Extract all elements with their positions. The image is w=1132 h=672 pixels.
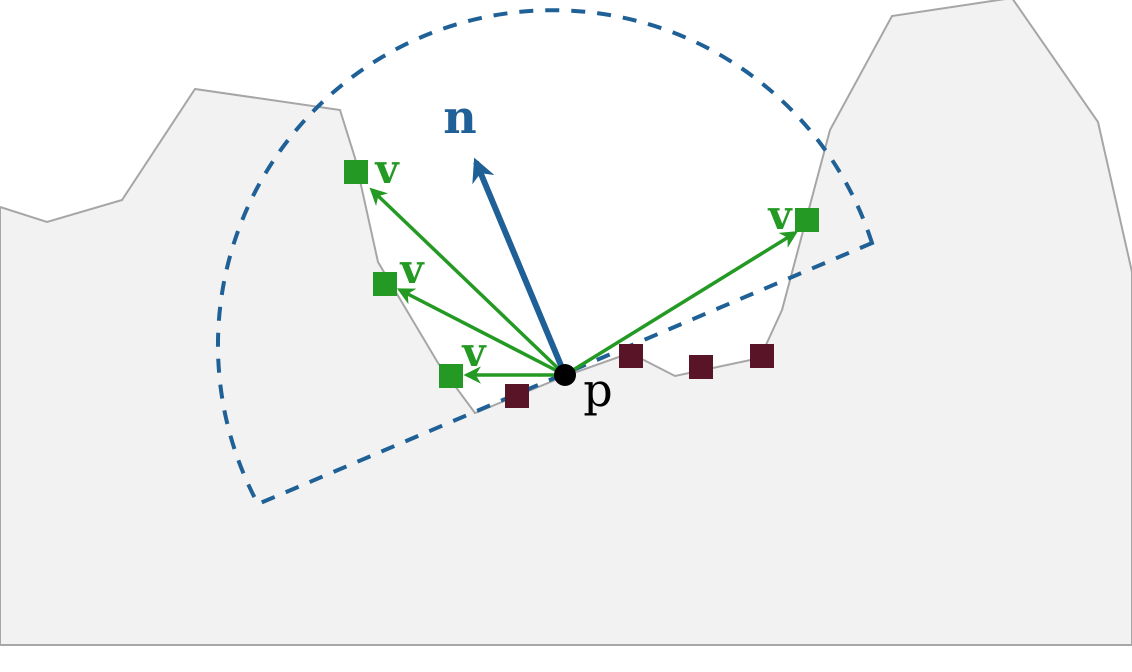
visible-sample <box>439 364 463 388</box>
visible-sample <box>373 272 397 296</box>
surface-geometry <box>0 0 1132 646</box>
visible-sample <box>795 208 819 232</box>
visible-sample <box>344 160 368 184</box>
sample-label: v <box>461 329 487 376</box>
sample-label: v <box>374 146 400 193</box>
point-p <box>554 364 576 386</box>
occluded-sample <box>750 344 774 368</box>
occluded-sample <box>689 355 713 379</box>
occluded-sample <box>505 384 529 408</box>
sample-vector <box>369 187 567 377</box>
sample-vector <box>396 288 566 377</box>
occluded-sample <box>619 344 643 368</box>
point-label: p <box>583 363 612 417</box>
normal-vector <box>472 157 568 377</box>
sample-label: v <box>767 192 793 239</box>
sample-label: v <box>399 246 425 293</box>
normal-label: n <box>443 90 476 144</box>
sample-vector <box>564 231 798 377</box>
